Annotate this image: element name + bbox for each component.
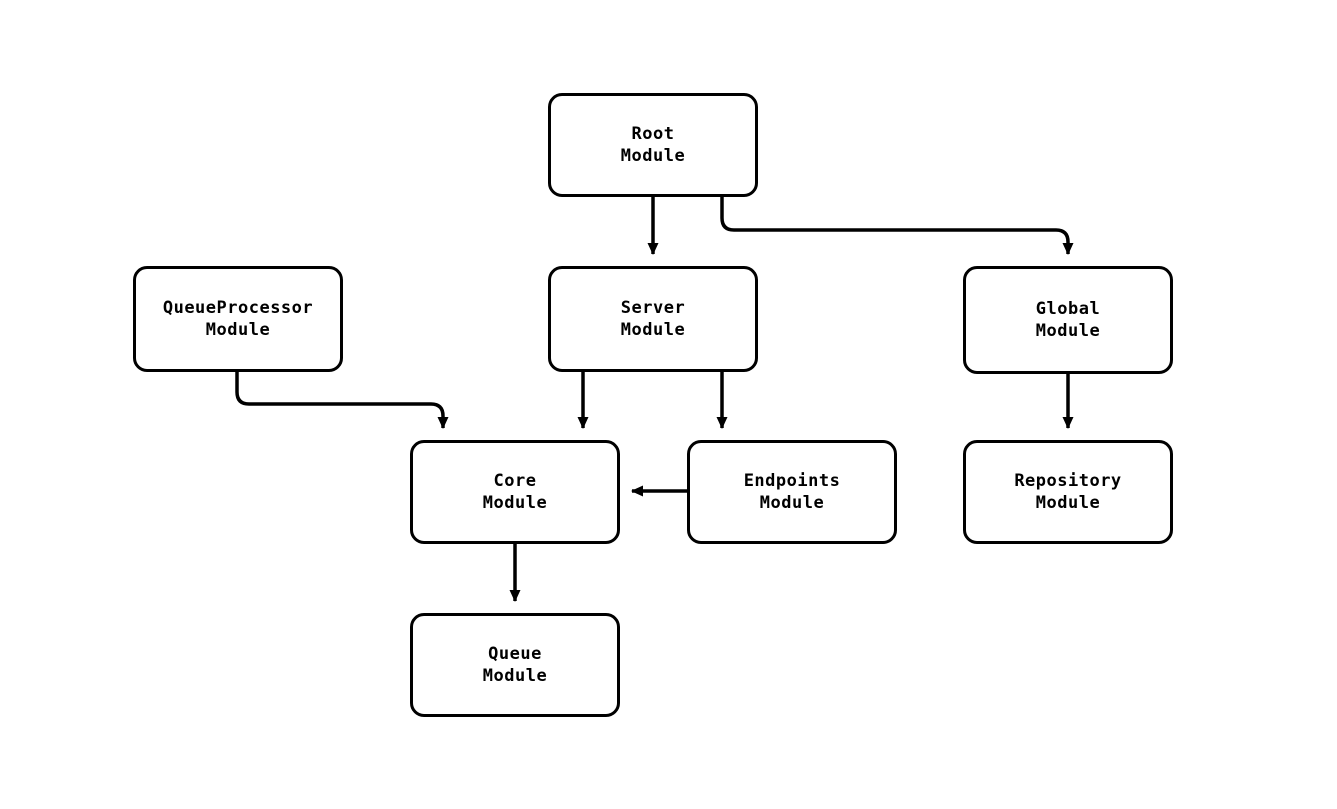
node-global-module-line1: Global xyxy=(1035,299,1101,319)
node-queueprocessor-module-line2: Module xyxy=(205,320,271,340)
node-core-module-line2: Module xyxy=(482,493,548,513)
node-root-module-line2: Module xyxy=(620,146,686,166)
node-server-module-line1: Server xyxy=(620,298,686,318)
node-queue-module[interactable]: Queue Module xyxy=(410,613,620,717)
node-queue-module-line2: Module xyxy=(482,666,548,686)
node-queue-module-line1: Queue xyxy=(488,644,542,664)
node-global-module[interactable]: Global Module xyxy=(963,266,1173,374)
node-repository-module[interactable]: Repository Module xyxy=(963,440,1173,544)
node-queueprocessor-module[interactable]: QueueProcessor Module xyxy=(133,266,343,372)
node-root-module[interactable]: Root Module xyxy=(548,93,758,197)
node-server-module-line2: Module xyxy=(620,320,686,340)
node-endpoints-module-line1: Endpoints xyxy=(743,471,841,491)
node-server-module[interactable]: Server Module xyxy=(548,266,758,372)
node-repository-module-line1: Repository xyxy=(1014,471,1122,491)
edge-queueprocessor-to-core xyxy=(235,372,449,429)
node-queueprocessor-module-line1: QueueProcessor xyxy=(162,298,314,318)
node-endpoints-module[interactable]: Endpoints Module xyxy=(687,440,897,544)
edge-root-to-global xyxy=(720,197,1074,255)
node-global-module-line2: Module xyxy=(1035,321,1101,341)
node-core-module-line1: Core xyxy=(493,471,537,491)
node-endpoints-module-line2: Module xyxy=(759,493,825,513)
node-root-module-line1: Root xyxy=(631,124,675,144)
node-repository-module-line2: Module xyxy=(1035,493,1101,513)
node-core-module[interactable]: Core Module xyxy=(410,440,620,544)
